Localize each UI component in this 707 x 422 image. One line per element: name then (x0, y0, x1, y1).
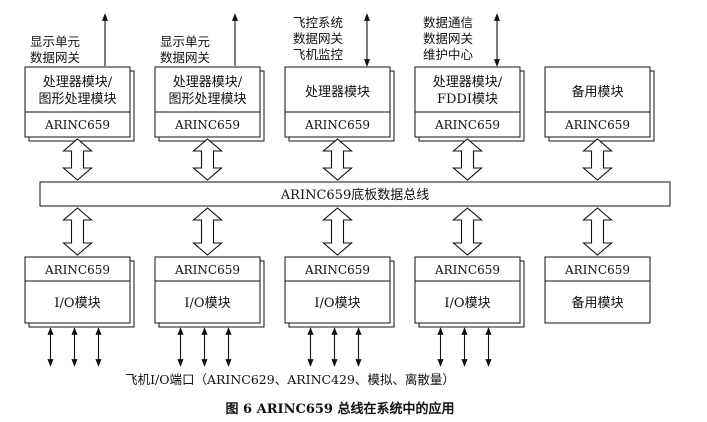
top-module-bus-label: ARINC659 (44, 118, 110, 132)
top-module: 处理器模块 ARINC659 (284, 66, 395, 142)
top-module-title: 备用模块 (571, 84, 623, 100)
top-module: 处理器模块/FDDI模块 ARINC659 (414, 66, 525, 142)
io-ports-label: 飞机I/O端口（ARINC629、ARINC429、模拟、离散量） (125, 372, 455, 387)
top-module: 备用模块 ARINC659 (544, 66, 655, 142)
external-system-label: 数据通信 (423, 15, 473, 30)
bidirectional-bus-arrow (452, 207, 483, 256)
bidirectional-bus-arrow (452, 138, 483, 181)
external-system-label: 数据网关 (160, 50, 210, 65)
external-system-label: 数据网关 (423, 31, 473, 46)
bottom-module-bus-label: ARINC659 (304, 263, 370, 277)
top-module-title: 处理器模块/ (43, 75, 113, 90)
bidirectional-bus-arrow (62, 138, 93, 181)
bidirectional-bus-arrow (192, 138, 223, 181)
bottom-module-bus-label: ARINC659 (434, 263, 500, 277)
bottom-module-title: I/O模块 (184, 296, 230, 311)
bottom-module-title: I/O模块 (444, 296, 490, 311)
bottom-module-bus-label: ARINC659 (564, 263, 630, 277)
backplane-label: ARINC659底板数据总线 (280, 187, 429, 203)
top-module-title: 处理器模块/ (433, 75, 503, 90)
top-module-title: 图形处理模块 (168, 92, 246, 107)
external-system-label: 飞机监控 (293, 47, 344, 62)
bidirectional-bus-arrow (322, 138, 353, 181)
top-module: 处理器模块/图形处理模块 ARINC659 (154, 66, 265, 142)
external-system-label: 数据网关 (293, 31, 343, 46)
backplane-bus: ARINC659底板数据总线 (39, 181, 671, 207)
bottom-module-title: I/O模块 (54, 296, 100, 311)
bottom-module-title: 备用模块 (571, 295, 623, 311)
top-module-bus-label: ARINC659 (564, 118, 630, 132)
bidirectional-bus-arrow (62, 207, 93, 256)
top-module-bus-label: ARINC659 (174, 118, 240, 132)
top-module-title: 处理器模块/ (173, 75, 243, 90)
bidirectional-bus-arrow (582, 207, 613, 256)
bottom-module-title: I/O模块 (314, 296, 360, 311)
top-module: 处理器模块/图形处理模块 ARINC659 (24, 66, 135, 142)
bottom-module: ARINC659 备用模块 (544, 256, 651, 324)
top-module-title: 处理器模块 (305, 85, 370, 100)
external-system-label: 飞控系统 (293, 15, 343, 30)
top-module-title: FDDI模块 (437, 92, 498, 107)
external-system-label: 显示单元 (30, 34, 80, 49)
bidirectional-bus-arrow (582, 138, 613, 181)
bidirectional-bus-arrow (322, 207, 353, 256)
bottom-module-bus-label: ARINC659 (174, 263, 240, 277)
figure-caption: 图 6 ARINC659 总线在系统中的应用 (226, 401, 455, 417)
bidirectional-bus-arrow (192, 207, 223, 256)
external-system-label: 维护中心 (423, 47, 474, 62)
external-system-label: 数据网关 (30, 50, 80, 65)
top-module-bus-label: ARINC659 (434, 118, 500, 132)
top-module-title: 图形处理模块 (38, 92, 116, 107)
top-module-bus-label: ARINC659 (304, 118, 370, 132)
bottom-module-bus-label: ARINC659 (44, 263, 110, 277)
external-system-label: 显示单元 (160, 34, 210, 49)
